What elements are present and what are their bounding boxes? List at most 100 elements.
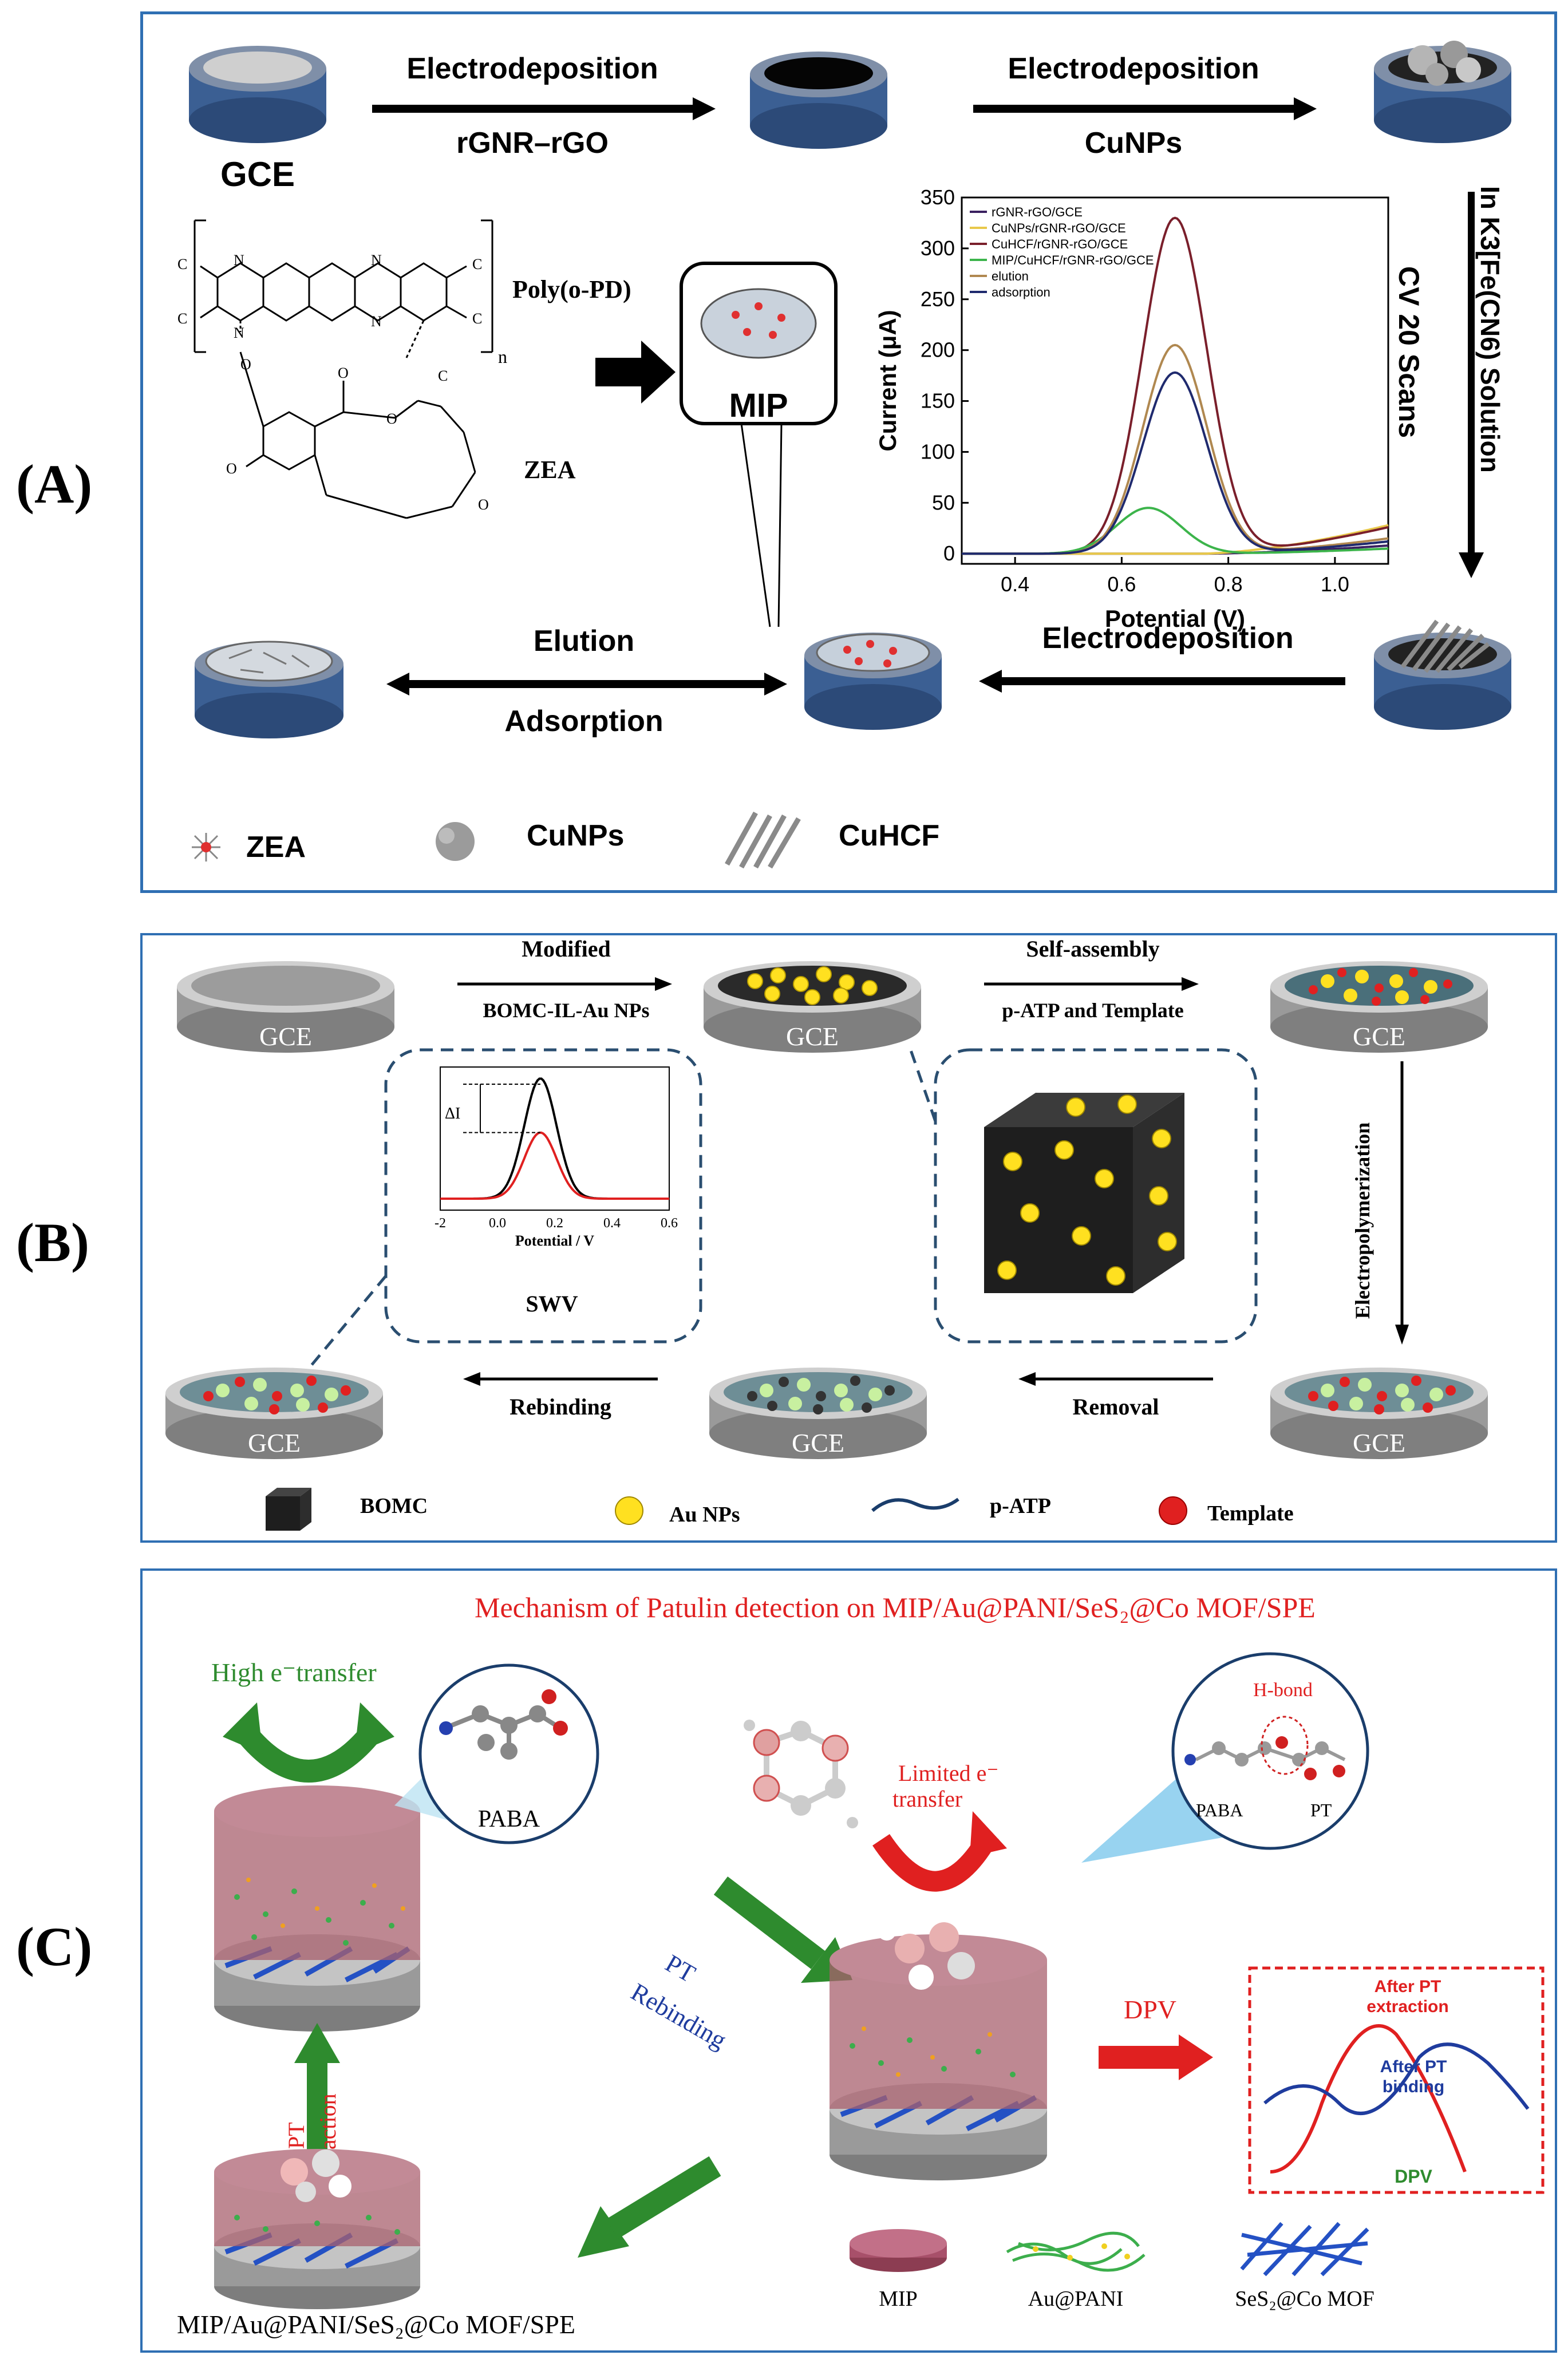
- modified-label: Modified: [522, 936, 611, 962]
- gce-b-label-5: GCE: [792, 1428, 844, 1457]
- step2-bottom-label: CuNPs: [1084, 127, 1183, 160]
- paba-label: PABA: [477, 1806, 540, 1832]
- y-tick-label-1: 50: [932, 491, 955, 514]
- limited-transfer-1: Limited e⁻: [898, 1760, 999, 1786]
- spe-electrode-top: [214, 1785, 420, 2032]
- gce-label: GCE: [220, 155, 295, 193]
- mip-label: MIP: [729, 387, 788, 424]
- y-tick-label-5: 250: [921, 287, 955, 311]
- panel-c: Mechanism of Patulin detection on MIP/Au…: [140, 1568, 1557, 2353]
- poly-opd-subscript: n: [498, 346, 507, 367]
- delta-i-label: ΔI: [445, 1105, 460, 1123]
- arrow-b-step3: [1395, 1061, 1409, 1345]
- gce-b-polymerized: [1270, 1368, 1488, 1459]
- dpv-plot-box: [1248, 1966, 1545, 2194]
- limited-transfer-arrow: [872, 1811, 1007, 1892]
- cuhcf-electrode: [1374, 619, 1511, 730]
- legend-au-pani-label: Au@PANI: [1028, 2287, 1124, 2311]
- paba-zoom: [394, 1663, 599, 1844]
- svg-text:C: C: [472, 256, 482, 272]
- removal-label: Removal: [1072, 1394, 1159, 1420]
- electropolymerization-label: Electropolymerization: [1351, 1122, 1374, 1319]
- arrow-to-mip: [595, 341, 676, 404]
- svg-text:O: O: [240, 356, 251, 373]
- hbond-label: H-bond: [1253, 1680, 1313, 1701]
- legend-label-3: MIP/CuHCF/rGNR-rGO/GCE: [992, 253, 1154, 267]
- gce-b-label-2: GCE: [786, 1022, 839, 1051]
- gce-b-bare: [177, 961, 394, 1053]
- hbond-paba-label: PABA: [1196, 1800, 1243, 1820]
- mip-callout: [680, 262, 838, 627]
- swv-tick-3: 0.4: [603, 1216, 621, 1231]
- template-icon: [1159, 1496, 1187, 1525]
- arrow-step3: [1459, 192, 1484, 578]
- legend-label-4: elution: [992, 269, 1029, 283]
- svg-text:N: N: [371, 252, 382, 268]
- y-tick-label-4: 200: [921, 338, 955, 362]
- swv-xlabel: Potential / V: [515, 1232, 594, 1249]
- gce-b-label-3: GCE: [1353, 1022, 1405, 1051]
- arrow-b-step5: [463, 1372, 658, 1386]
- zea-molecule-icon: [192, 833, 220, 862]
- gce-b-label-4: GCE: [1353, 1428, 1405, 1457]
- y-tick-label-3: 150: [921, 389, 955, 413]
- swv-frame: [440, 1066, 670, 1211]
- arrow-b-step1: [457, 977, 672, 991]
- high-transfer-label: High e⁻transfer: [211, 1658, 377, 1687]
- high-transfer-arrow: [223, 1702, 394, 1783]
- panel-b: GCE Modified BOMC-IL-Au NPs GCE Self-ass…: [140, 933, 1557, 1543]
- x-tick-label-0: 0.4: [1001, 572, 1029, 596]
- legend-ses2-label: SeS₂@Co MOF: [1235, 2287, 1375, 2311]
- svg-text:O: O: [386, 410, 397, 427]
- y-tick-label-7: 350: [921, 185, 955, 209]
- p-atp-icon: [871, 1497, 959, 1512]
- y-tick-label-0: 0: [943, 542, 955, 565]
- rebinding-b-label: Rebinding: [509, 1394, 611, 1420]
- panel-c-title: Mechanism of Patulin detection on MIP/Au…: [475, 1591, 1316, 1623]
- arrow-step2: [973, 97, 1317, 120]
- legend-mip-label: MIP: [879, 2287, 918, 2311]
- svg-text:N: N: [371, 313, 382, 330]
- chart-frame: [961, 196, 1389, 565]
- legend-bomc-label: BOMC: [360, 1494, 428, 1518]
- return-arrow: [578, 2156, 721, 2258]
- hbond-zoom: [1081, 1652, 1369, 1863]
- step1-bottom-label: rGNR–rGO: [456, 127, 609, 160]
- patp-template-label: p-ATP and Template: [1002, 999, 1184, 1022]
- bomc-inset-box: [908, 1046, 1258, 1343]
- dpv-arrow: [1099, 2034, 1213, 2080]
- spe-electrode-bound: [830, 1922, 1047, 2180]
- svg-text:O: O: [338, 365, 349, 381]
- cuhcf-layer-icon: [725, 811, 801, 869]
- gce-b-au: [704, 961, 921, 1053]
- cunps-electrode: [1374, 41, 1511, 143]
- gce-b-rebound: [165, 1368, 383, 1459]
- dpv-after-extraction-2: extraction: [1366, 1997, 1449, 2016]
- dpv-arrow-label: DPV: [1123, 1995, 1177, 2024]
- swv-label: SWV: [526, 1291, 578, 1317]
- swv-tick-0: -2: [435, 1216, 446, 1231]
- arrow-b-step2: [984, 977, 1199, 991]
- x-tick-label-2: 0.8: [1214, 572, 1243, 596]
- step2-top-label: Electrodeposition: [1008, 52, 1259, 85]
- svg-text:C: C: [438, 368, 448, 384]
- cunps-particle-icon: [436, 822, 475, 861]
- swv-tick-1: 0.0: [489, 1216, 506, 1231]
- x-axis-label: Potential (V): [1105, 605, 1245, 632]
- swv-tick-4: 0.6: [661, 1216, 678, 1231]
- series-line-2: [962, 216, 1389, 555]
- swv-curve-after: [440, 1131, 669, 1200]
- legend-label-0: rGNR-rGO/GCE: [992, 205, 1083, 219]
- swv-curve-before: [440, 1077, 669, 1200]
- y-axis-label: Current (μA): [874, 310, 901, 451]
- x-tick-label-1: 0.6: [1107, 572, 1136, 596]
- rebinding-c-label: Rebinding: [626, 1977, 732, 2054]
- arrow-step5: [386, 673, 787, 696]
- step1-top-label: Electrodeposition: [406, 52, 658, 85]
- legend-zea-label: ZEA: [246, 831, 306, 864]
- hbond-pt-label: PT: [1310, 1800, 1332, 1820]
- rgnr-electrode: [750, 52, 887, 149]
